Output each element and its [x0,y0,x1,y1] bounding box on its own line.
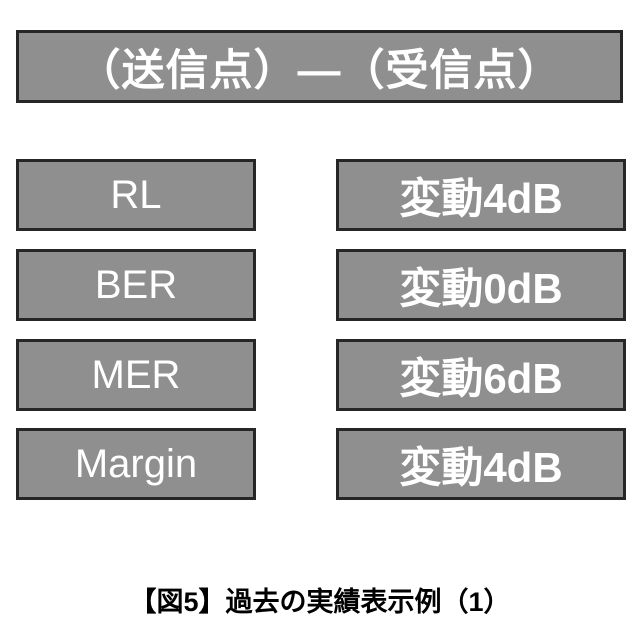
metric-label: Margin [74,441,198,486]
value-box-mer: 変動6dB [336,339,626,411]
metric-box-rl: RL [16,159,256,231]
header-box: （送信点）—（受信点） [16,30,623,103]
header-label: （送信点）—（受信点） [77,46,562,95]
metric-box-mer: MER [16,339,256,411]
metric-box-margin: Margin [16,428,256,500]
metric-box-ber: BER [16,249,256,321]
metric-label: BER [94,262,178,307]
value-box-ber: 変動0dB [336,249,626,321]
metric-label: RL [110,172,162,217]
value-label: 変動4dB [399,174,563,222]
value-label: 変動0dB [399,264,563,312]
value-box-margin: 変動4dB [336,428,626,500]
value-label: 変動6dB [399,354,563,402]
value-box-rl: 変動4dB [336,159,626,231]
value-label: 変動4dB [399,443,563,491]
metric-label: MER [91,352,181,397]
figure-caption: 【図5】過去の実績表示例（1） [129,587,511,617]
